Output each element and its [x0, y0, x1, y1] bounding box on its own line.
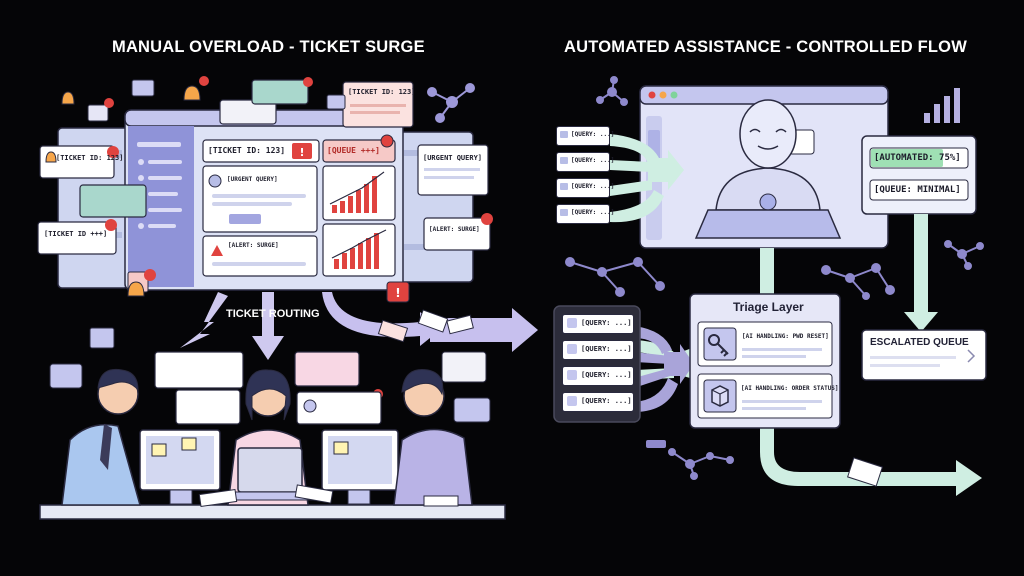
alert-square-icon: [386, 281, 410, 303]
network-node-icons: [565, 76, 984, 480]
right-section-title: AUTOMATED ASSISTANCE - CONTROLLED FLOW: [564, 38, 967, 56]
chat-icon: [560, 131, 568, 138]
floating-alert-right-label: [ALERT: SURGE]: [429, 226, 480, 233]
urgent-query-label: [URGENT QUERY]: [227, 176, 278, 183]
alert-surge-label: [ALERT: SURGE]: [228, 242, 279, 249]
worker-bubble-1: [154, 351, 244, 389]
stack-query-chip: [QUERY: ...]: [562, 392, 634, 412]
package-icon: [711, 385, 729, 407]
ticket-id-label: [TICKET ID: 123]: [208, 146, 286, 155]
robot-assistant-icon: [694, 99, 842, 239]
chat-bubbles: [49, 79, 491, 423]
svg-text:!: !: [395, 286, 400, 300]
floating-alert-right: [423, 213, 493, 251]
worker-bubble-3: [294, 351, 360, 387]
escalated-queue-label: ESCALATED QUEUE: [870, 337, 969, 348]
ticket-routing-label: TICKET ROUTING: [226, 308, 320, 320]
chat-icon: [560, 209, 568, 216]
svg-text:!: !: [299, 146, 304, 159]
chat-icon: [567, 396, 577, 406]
user-icon: [567, 318, 577, 328]
flow-connectors: [636, 214, 982, 496]
incoming-query-chip: [QUERY: ...]: [556, 126, 614, 146]
floating-ticket-bottom-left-label: [TICKET ID +++]: [44, 230, 108, 238]
key-icon: [708, 334, 729, 357]
triage-item-pwd-reset: [AI HANDLING: PWD RESET]: [742, 333, 829, 340]
queue-card: [322, 139, 396, 163]
chat-icon: [567, 344, 577, 354]
queue-label: [QUEUE +++]: [327, 146, 380, 155]
triage-layer-title: Triage Layer: [733, 300, 804, 314]
surge-bars-icon: [329, 171, 385, 213]
triage-item-order-status: [AI HANDLING: ORDER STATUS]: [741, 385, 839, 392]
left-section-title: MANUAL OVERLOAD - TICKET SURGE: [112, 38, 425, 56]
chat-icon: [567, 370, 577, 380]
floating-urgent-right: [417, 144, 489, 196]
stack-query-chip: [QUERY: ...]: [562, 366, 634, 386]
triage-layer-panel: [689, 293, 841, 429]
incoming-query-chip: [QUERY: ...]: [556, 178, 614, 198]
alert-badge: [292, 143, 312, 159]
chat-icon: [560, 183, 568, 190]
escalated-queue-panel: [861, 329, 987, 381]
flying-ticket: [847, 457, 883, 487]
stack-merge-arrows: [634, 326, 694, 412]
mini-chat-icon: [646, 440, 666, 448]
incoming-query-chip: [QUERY: ...]: [556, 152, 614, 172]
floating-ticket-bottom-left: [37, 219, 117, 255]
ticket-id-card: [202, 139, 320, 163]
ticket-routing-arrows: [180, 292, 440, 360]
worker-bubble-2: [175, 389, 241, 425]
stack-query-chip: [QUERY: ...]: [562, 340, 634, 360]
queue-status: [QUEUE: MINIMAL]: [874, 185, 961, 195]
network-node-icon: [427, 83, 475, 123]
growth-bars-icon: [924, 88, 960, 123]
incoming-query-flow: [610, 134, 684, 223]
floating-ticket-left: [39, 145, 119, 179]
overloaded-workers-scene: [39, 368, 506, 520]
status-panel: [861, 135, 977, 215]
floating-ticket-left-label: [TICKET ID: 123]: [56, 154, 124, 162]
chat-icon: [560, 157, 568, 164]
stack-query-chip: [QUERY: ...]: [562, 314, 634, 334]
worker-bubble-4: [296, 391, 382, 425]
automated-status: [AUTOMATED: 75%]: [874, 153, 961, 163]
floating-ticket-top-label: [TICKET ID: 123]: [348, 88, 416, 96]
warning-icon: [211, 245, 223, 256]
transition-arrow: [377, 308, 538, 352]
floating-urgent-right-label: [URGENT QUERY]: [423, 154, 483, 162]
incoming-query-chip: [QUERY: ...]: [556, 204, 614, 224]
